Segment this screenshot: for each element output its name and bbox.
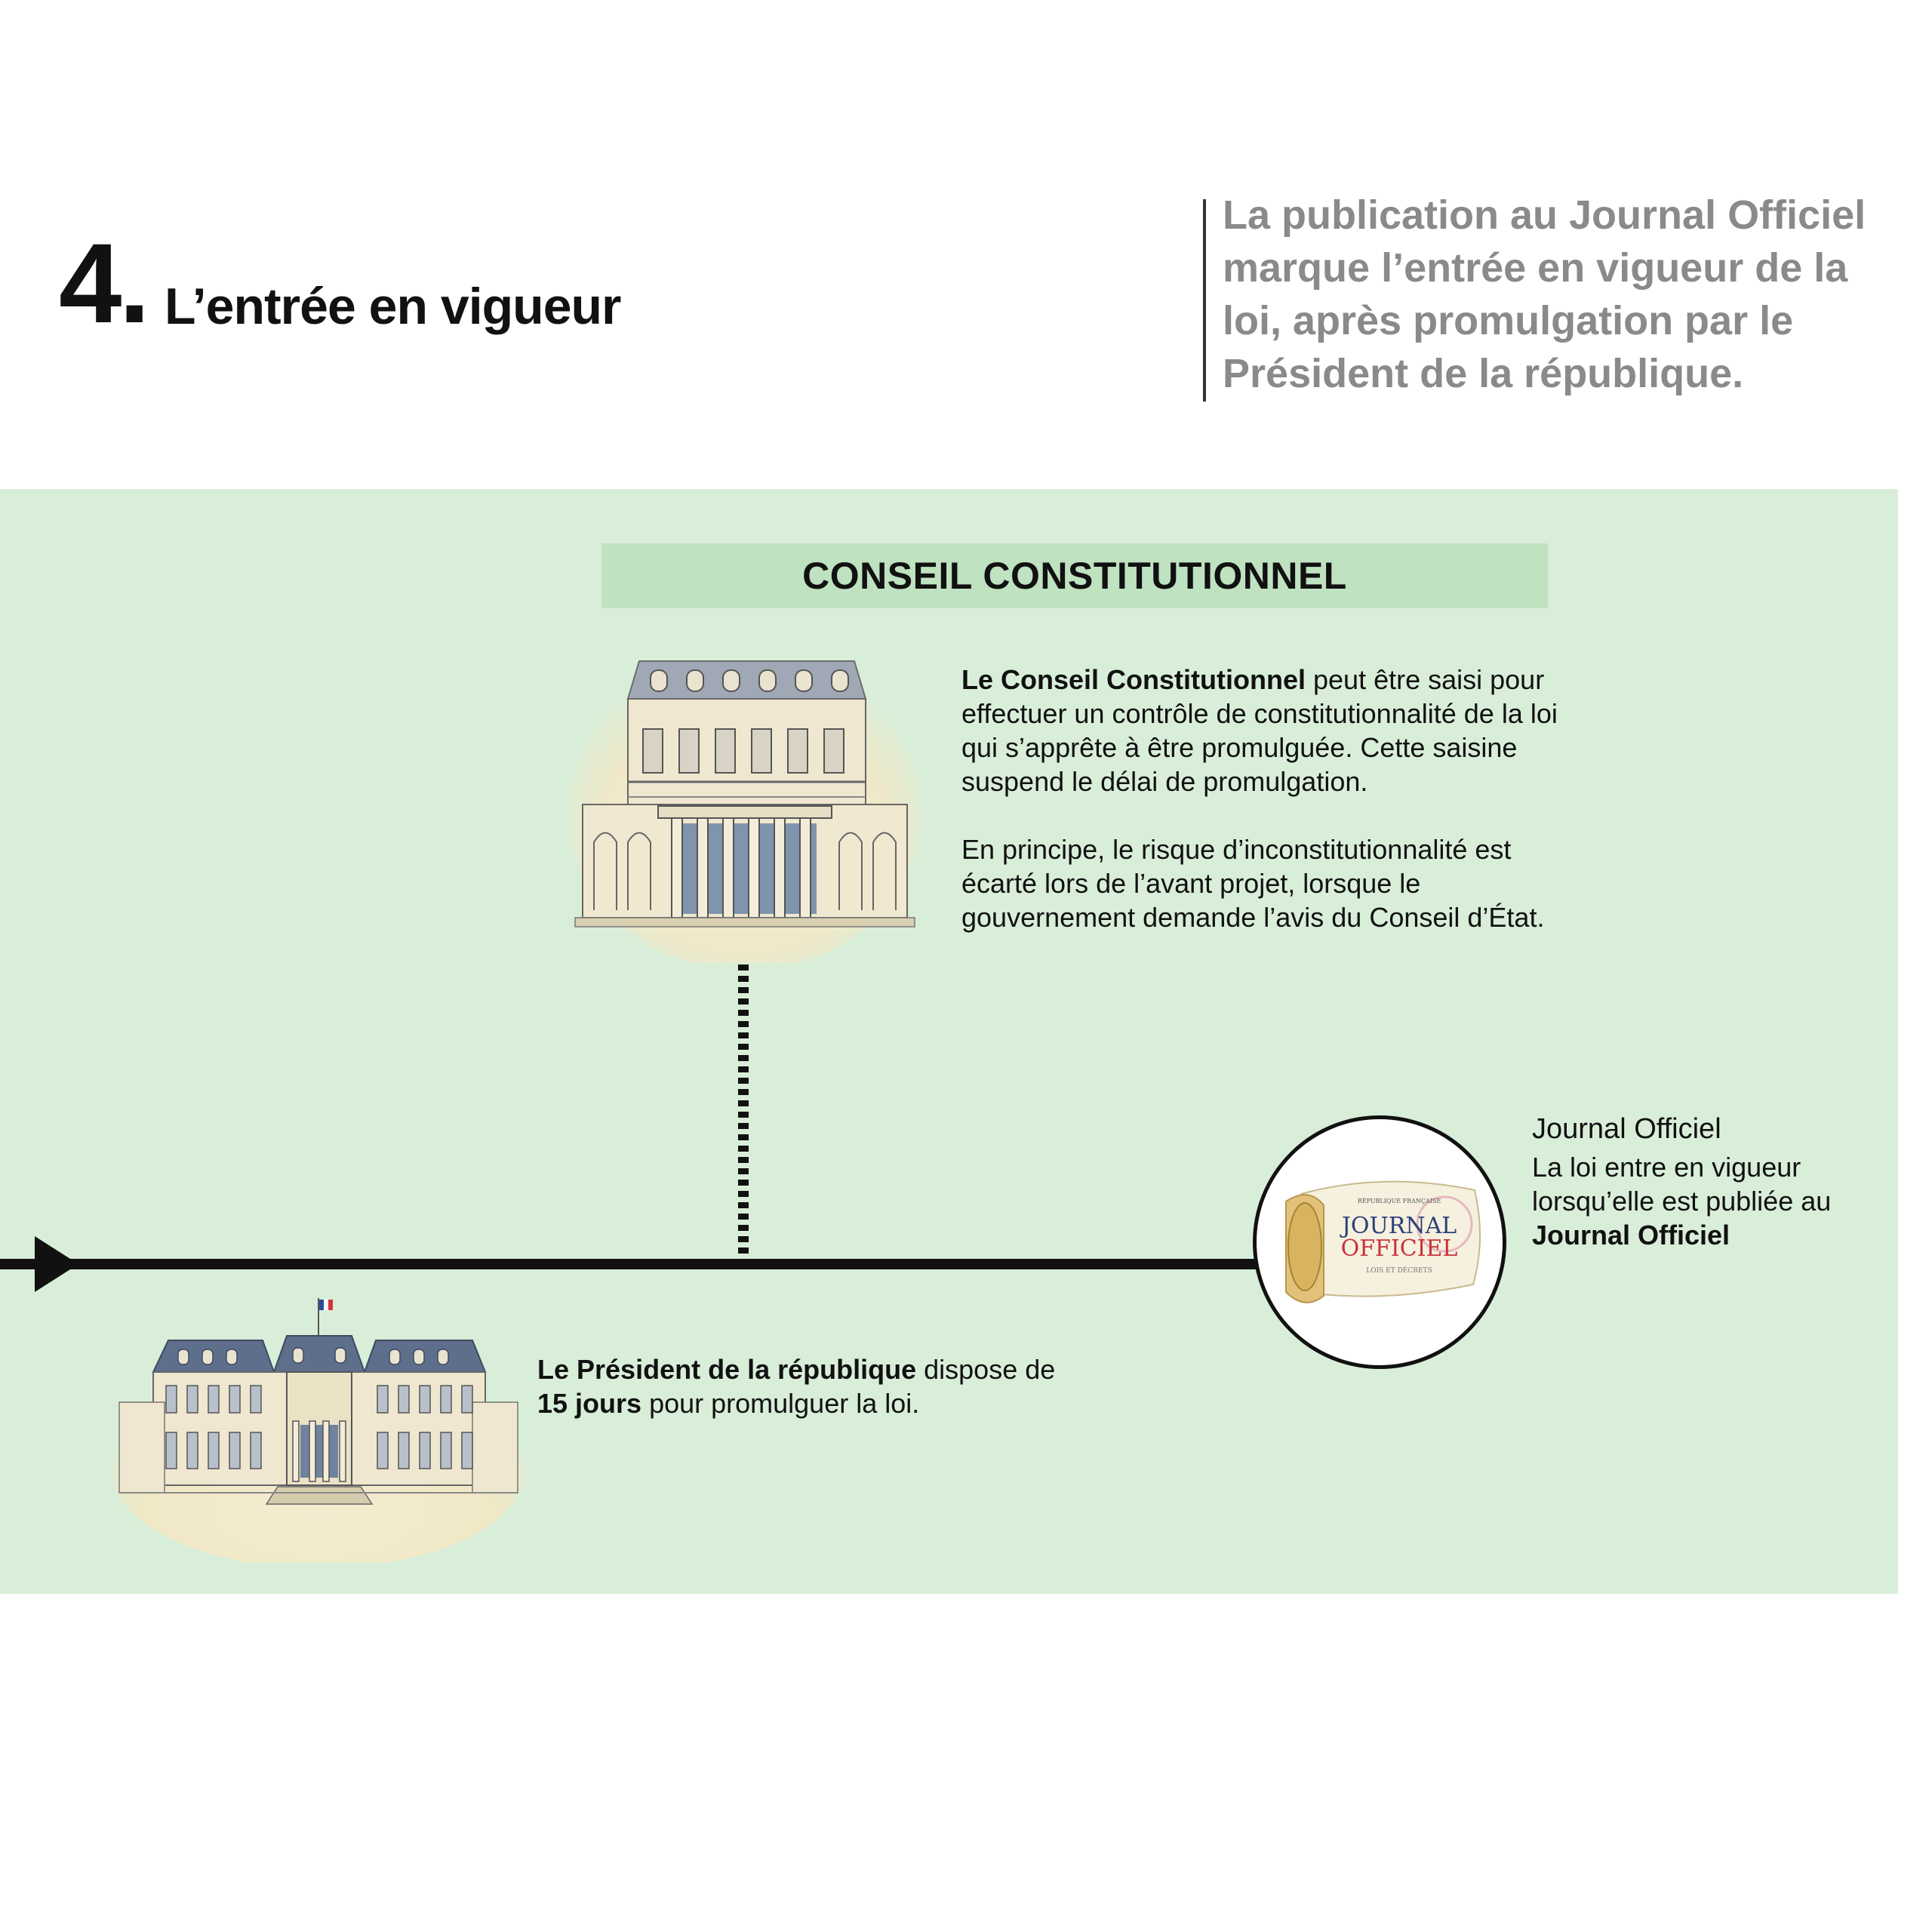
step-number: 4.	[59, 220, 150, 346]
journal-officiel-body-text: La loi entre en vigueur lorsqu’elle est …	[1532, 1152, 1832, 1217]
president-rest-1: dispose de	[916, 1354, 1056, 1385]
president-bold-1: Le Président de la république	[537, 1354, 917, 1385]
conseil-paragraph-2: En principe, le risque d’inconstitutionn…	[961, 834, 1545, 933]
journal-officiel-description: Journal Officiel La loi entre en vigueur…	[1532, 1109, 1834, 1252]
conseil-building-illustration	[568, 654, 922, 963]
intro-text: La publication au Journal Officiel marqu…	[1223, 192, 1866, 396]
journal-logo-bottom: LOIS ET DÉCRETS	[1366, 1266, 1432, 1275]
journal-officiel-body: La loi entre en vigueur lorsqu’elle est …	[1532, 1150, 1834, 1252]
journal-officiel-scroll-icon: RÉPUBLIQUE FRANÇAISE JOURNAL OFFICIEL LO…	[1285, 1180, 1481, 1303]
timeline-arrow-icon	[35, 1236, 78, 1292]
conseil-paragraph-1-rest: peut être saisi pour effectuer un contrô…	[961, 664, 1558, 797]
intro-divider	[1203, 199, 1206, 401]
journal-officiel-body-bold: Journal Officiel	[1532, 1220, 1730, 1251]
president-rest-2: pour promulguer la loi.	[641, 1388, 920, 1419]
step-title: L’entrée en vigueur	[165, 278, 622, 335]
president-description: Le Président de la république dispose de…	[537, 1352, 1081, 1420]
journal-logo-top: RÉPUBLIQUE FRANÇAISE	[1358, 1198, 1441, 1204]
conseil-description: Le Conseil Constitutionnel peut être sai…	[961, 663, 1580, 968]
conseil-banner: CONSEIL CONSTITUTIONNEL	[601, 543, 1548, 608]
timeline	[0, 964, 1260, 1292]
president-bold-2: 15 jours	[537, 1388, 642, 1419]
conseil-paragraph-1: Le Conseil Constitutionnel peut être sai…	[961, 663, 1580, 798]
journal-logo-line-2: OFFICIEL	[1341, 1235, 1458, 1262]
conseil-paragraph-1-bold: Le Conseil Constitutionnel	[961, 664, 1306, 695]
elysee-palace-illustration	[112, 1298, 525, 1562]
journal-logo-line-1: JOURNAL	[1340, 1213, 1457, 1239]
conseil-banner-label: CONSEIL CONSTITUTIONNEL	[802, 555, 1347, 597]
journal-officiel-title: Journal Officiel	[1532, 1113, 1721, 1145]
